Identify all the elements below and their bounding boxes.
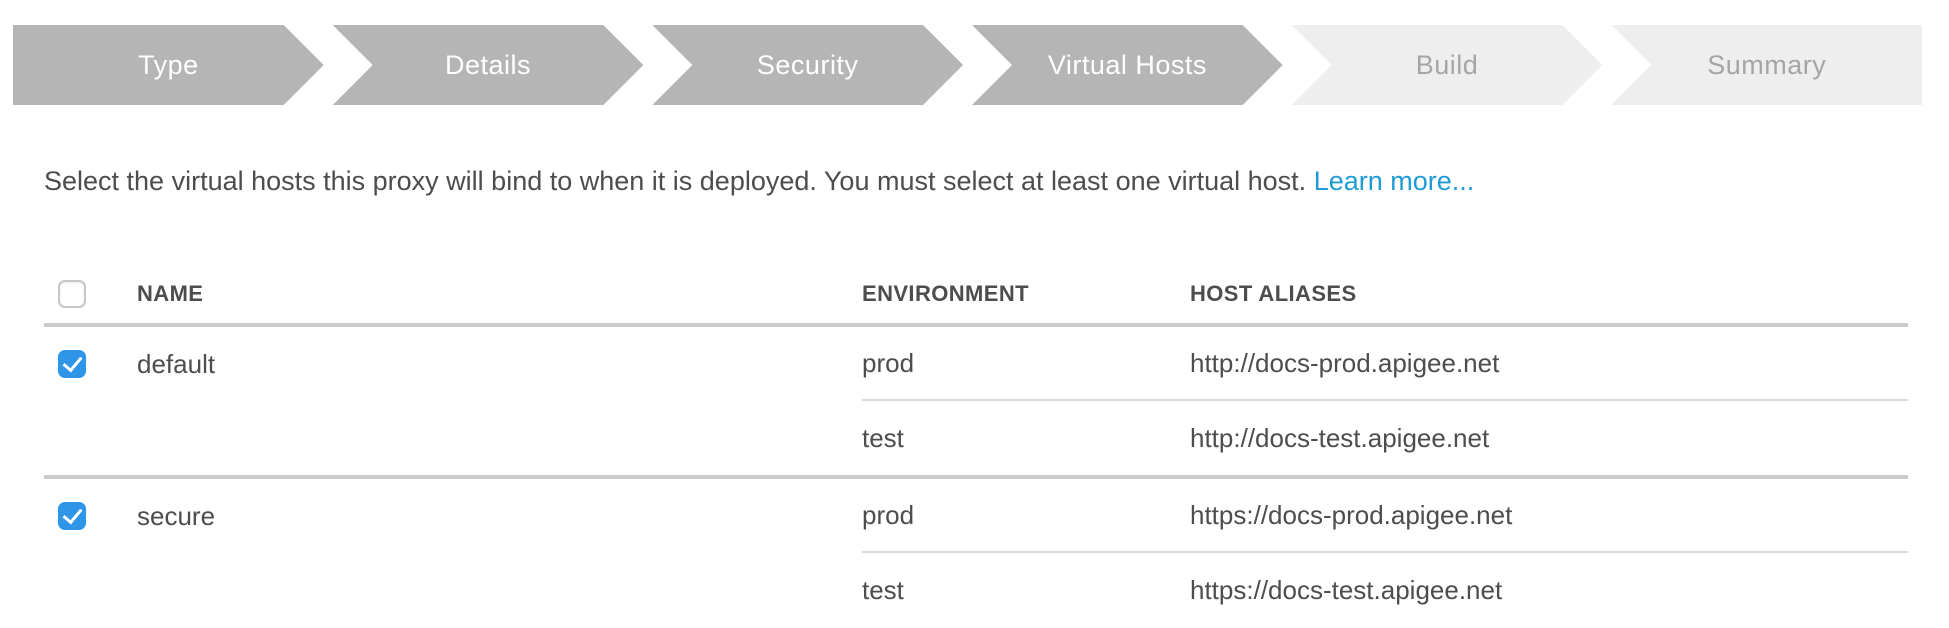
- wizard-step-label: Details: [444, 49, 532, 80]
- virtual-host-group-secure: secure prod https://docs-prod.apigee.net…: [44, 479, 1908, 627]
- table-header-row: NAME ENVIRONMENT HOST ALIASES: [44, 264, 1908, 327]
- wizard-step-label: Type: [138, 49, 199, 80]
- wizard-step-label: Build: [1415, 49, 1479, 80]
- learn-more-link[interactable]: Learn more...: [1313, 166, 1475, 196]
- row-checkbox-secure[interactable]: [58, 502, 86, 530]
- host-alias-value: https://docs-prod.apigee.net: [1190, 479, 1908, 553]
- virtual-hosts-table: NAME ENVIRONMENT HOST ALIASES default pr…: [44, 264, 1908, 627]
- virtual-host-name: secure: [137, 500, 216, 531]
- wizard-step-bar: Type Details Security Virtual Hosts Buil…: [13, 25, 1923, 105]
- wizard-step-security[interactable]: Security: [652, 25, 963, 105]
- wizard-step-label: Security: [756, 49, 859, 80]
- wizard-step-build[interactable]: Build: [1292, 25, 1603, 105]
- environment-value: prod: [862, 479, 1190, 553]
- column-header-name: NAME: [137, 280, 204, 306]
- instruction-text: Select the virtual hosts this proxy will…: [44, 162, 1905, 200]
- virtual-host-name: default: [137, 348, 216, 379]
- table-row: default prod http://docs-prod.apigee.net: [44, 327, 1908, 401]
- virtual-host-group-default: default prod http://docs-prod.apigee.net…: [44, 327, 1908, 479]
- environment-value: test: [862, 574, 904, 605]
- wizard-step-summary[interactable]: Summary: [1611, 25, 1923, 105]
- wizard-step-virtual-hosts[interactable]: Virtual Hosts: [972, 25, 1283, 105]
- select-all-checkbox[interactable]: [58, 279, 86, 308]
- wizard-step-label: Virtual Hosts: [1047, 49, 1207, 80]
- wizard-step-details[interactable]: Details: [333, 25, 644, 105]
- column-header-host-aliases: HOST ALIASES: [1190, 280, 1357, 306]
- environment-value: prod: [862, 327, 1190, 401]
- host-alias-value: https://docs-test.apigee.net: [1190, 574, 1503, 605]
- row-checkbox-cell: [44, 327, 137, 401]
- wizard-step-type[interactable]: Type: [13, 25, 324, 105]
- column-header-environment: ENVIRONMENT: [862, 280, 1029, 306]
- header-checkbox-cell: [44, 264, 137, 323]
- row-checkbox-cell: [44, 479, 137, 553]
- wizard-step-label: Summary: [1707, 49, 1827, 80]
- host-alias-value: http://docs-prod.apigee.net: [1190, 327, 1908, 401]
- host-alias-value: http://docs-test.apigee.net: [1190, 422, 1490, 453]
- environment-value: test: [862, 422, 904, 453]
- instruction-body: Select the virtual hosts this proxy will…: [44, 166, 1307, 196]
- table-row: secure prod https://docs-prod.apigee.net: [44, 479, 1908, 553]
- row-checkbox-default[interactable]: [58, 350, 86, 378]
- table-row: test http://docs-test.apigee.net: [44, 401, 1908, 475]
- table-row: test https://docs-test.apigee.net: [44, 553, 1908, 627]
